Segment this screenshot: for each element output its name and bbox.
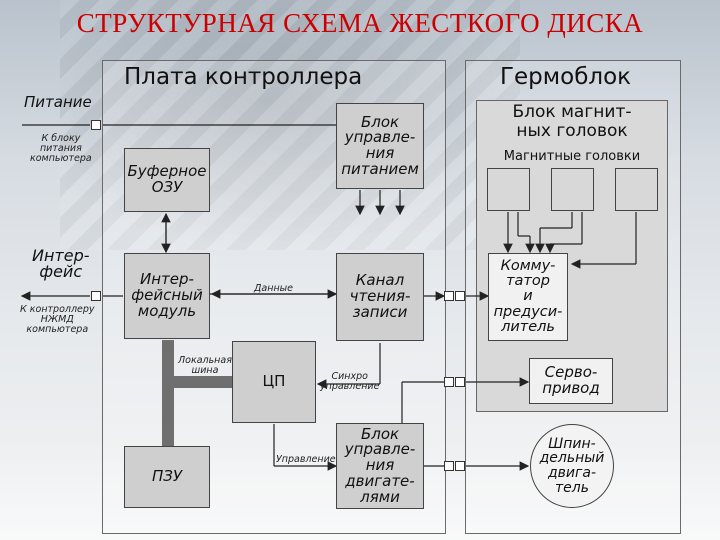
power-label: Питание bbox=[24, 93, 92, 111]
rw-connector-left bbox=[444, 291, 454, 301]
controller-board-title: Плата контроллера bbox=[124, 64, 363, 90]
interface-label: Интер- фейс bbox=[32, 246, 90, 281]
interface-note: К контроллеру НЖМД компьютера bbox=[20, 304, 95, 335]
rw-connector-right bbox=[455, 291, 465, 301]
motor-control-block: Блок управле- ния двигате- лями bbox=[336, 423, 424, 509]
magnetic-head-1 bbox=[487, 168, 530, 211]
power-note: К блоку питания компьютера bbox=[30, 133, 92, 164]
control-label: Управление bbox=[276, 454, 336, 465]
power-connector bbox=[91, 120, 101, 130]
slide-title: СТРУКТУРНАЯ СХЕМА ЖЕСТКОГО ДИСКА bbox=[76, 8, 644, 38]
servo-connector-right bbox=[455, 377, 465, 387]
read-write-channel-block: Канал чтения- записи bbox=[336, 253, 424, 341]
servo-connector-left bbox=[444, 377, 454, 387]
interface-connector bbox=[91, 291, 101, 301]
magnetic-heads-label: Магнитные головки bbox=[503, 149, 641, 164]
data-label: Данные bbox=[254, 283, 294, 294]
local-bus-horizontal bbox=[162, 376, 232, 388]
spindle-connector-left bbox=[444, 461, 454, 471]
magnetic-head-block-title: Блок магнит- ных головок bbox=[512, 102, 632, 141]
cpu-block: ЦП bbox=[232, 341, 316, 423]
spindle-connector-right bbox=[455, 461, 465, 471]
magnetic-head-2 bbox=[551, 168, 594, 211]
magnetic-head-3 bbox=[615, 168, 658, 211]
sync-control-label: Синхро управление bbox=[320, 371, 380, 392]
local-bus-vertical bbox=[162, 340, 174, 448]
spindle-motor: Шпин- дельный двига- тель bbox=[530, 424, 614, 508]
power-control-block: Блок управле- ния питанием bbox=[336, 103, 424, 189]
commutator-amplifier-block: Комму- татор и предуси- литель bbox=[488, 253, 568, 341]
hermoblock-title: Гермоблок bbox=[500, 64, 632, 90]
servo-drive-block: Серво- привод bbox=[529, 358, 613, 404]
rom-block: ПЗУ bbox=[124, 446, 210, 508]
local-bus-label: Локальная шина bbox=[178, 355, 232, 376]
buffer-ram-block: Буферное ОЗУ bbox=[124, 148, 210, 212]
interface-module-block: Интер- фейсный модуль bbox=[124, 253, 210, 339]
